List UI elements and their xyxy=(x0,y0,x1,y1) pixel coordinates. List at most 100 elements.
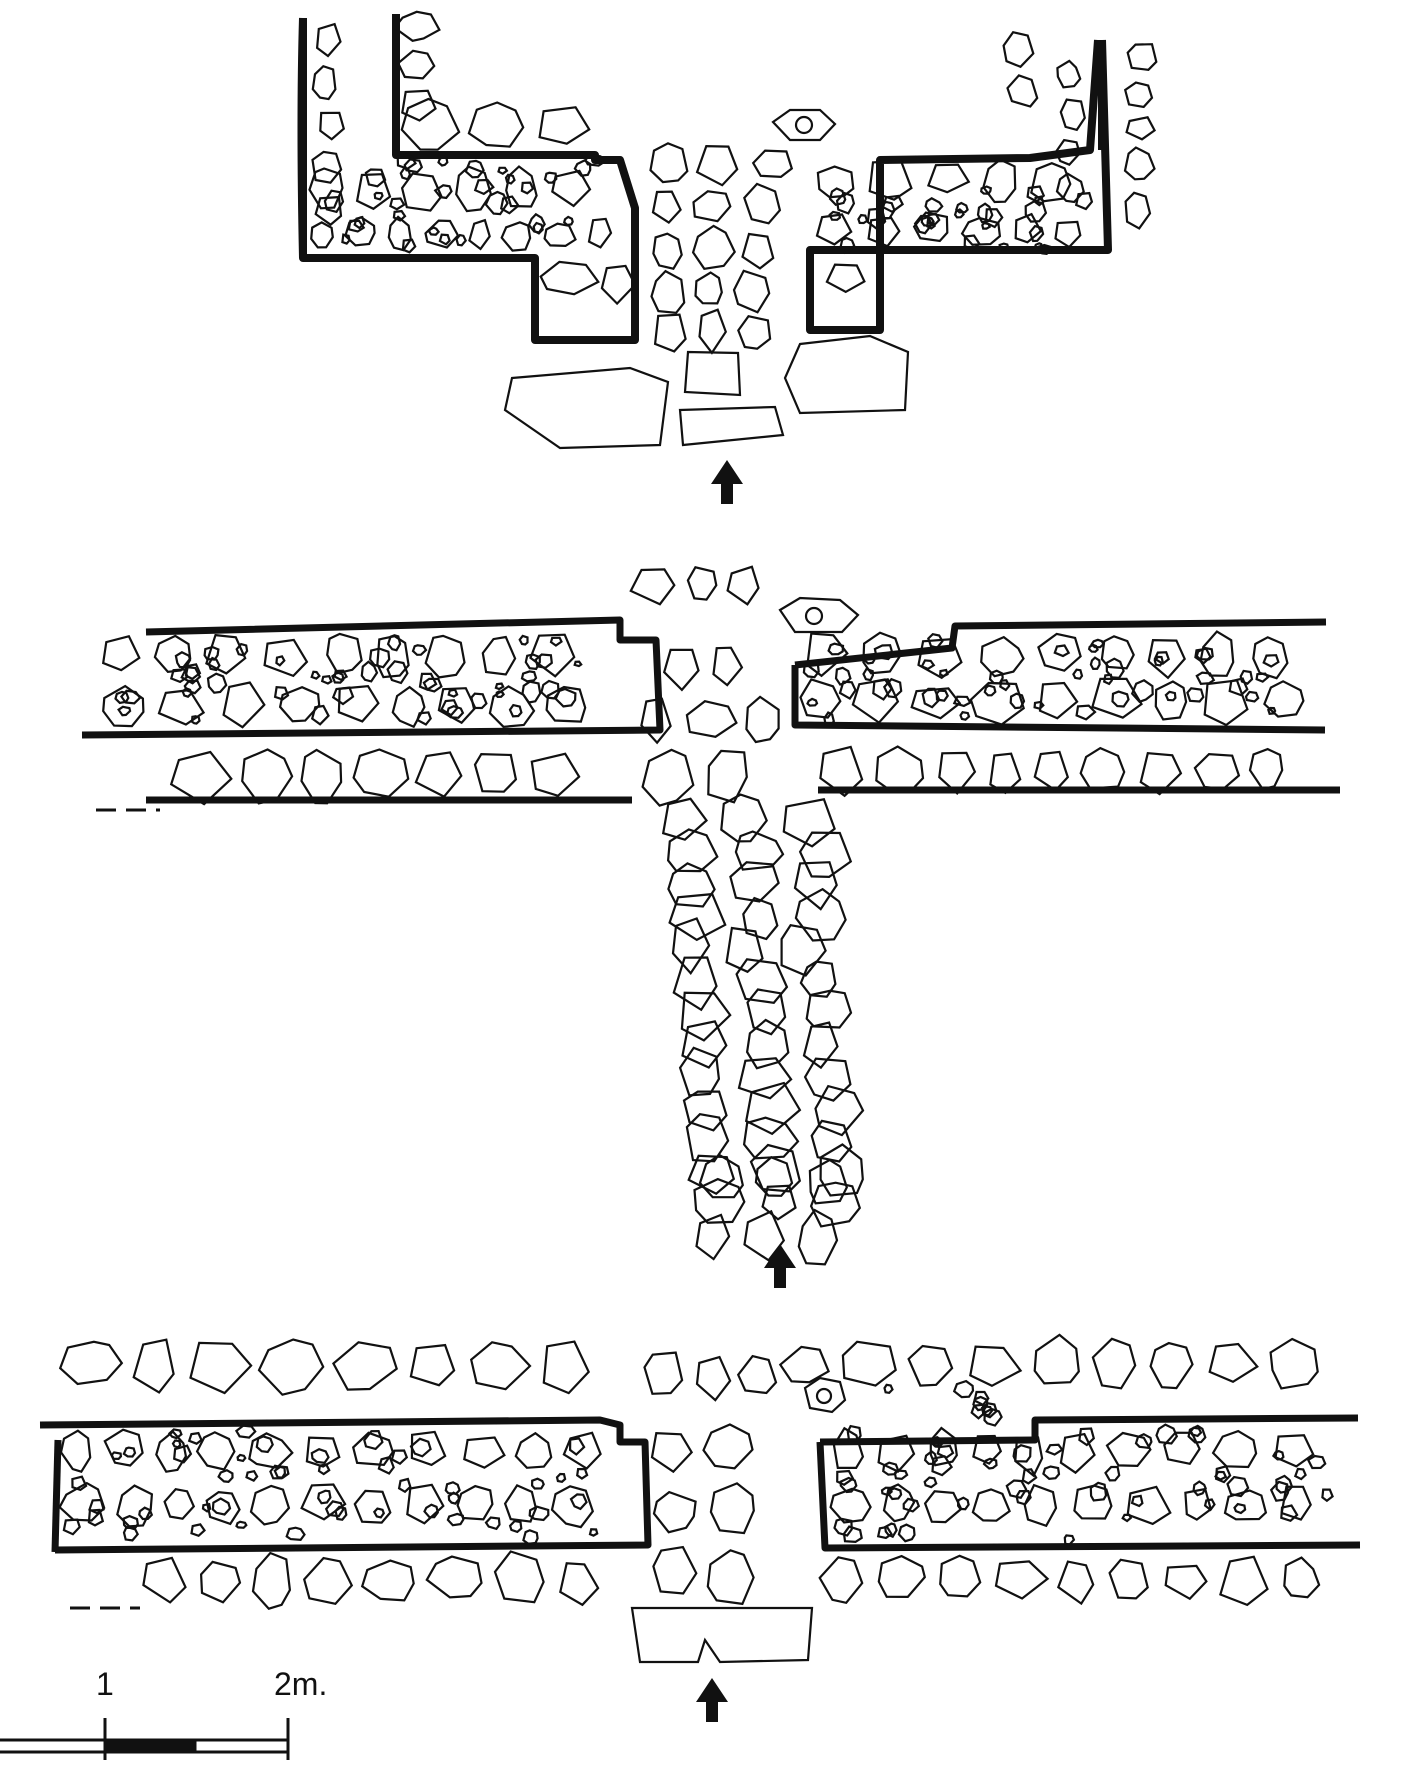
rubble-stone xyxy=(1033,242,1043,251)
rubble-stone xyxy=(1244,690,1260,703)
rubble-stone xyxy=(1153,651,1171,666)
rubble-stone xyxy=(1134,1432,1153,1449)
wall-stone xyxy=(1263,680,1305,718)
wall-stone xyxy=(1184,1487,1213,1521)
rubble-stone xyxy=(530,1477,545,1490)
middle-ring-stone xyxy=(778,596,860,634)
rubble-stone xyxy=(857,213,869,225)
wall-stone xyxy=(1123,81,1154,109)
rubble-stone xyxy=(835,191,856,215)
wall-stone xyxy=(980,635,1025,678)
corridor-stone xyxy=(742,1116,800,1160)
wall-stone xyxy=(222,681,266,729)
face-stone xyxy=(1079,746,1126,790)
rubble-stone xyxy=(138,1506,154,1521)
paving-stone xyxy=(649,142,689,184)
wall-stone xyxy=(1203,679,1249,727)
wall-stone xyxy=(851,678,900,725)
wall-stone xyxy=(539,260,600,296)
rubble-stone xyxy=(1130,679,1154,704)
rubble-stone xyxy=(920,659,936,671)
paving-stone xyxy=(640,697,672,745)
rubble-stone xyxy=(235,642,249,657)
face-stone xyxy=(819,745,864,798)
rubble-stone xyxy=(1009,692,1026,710)
upper-wall-outlines xyxy=(297,14,1112,344)
corridor-stone xyxy=(668,892,727,942)
rubble-stone xyxy=(1233,1502,1247,1515)
rubble-stone xyxy=(397,1477,412,1494)
rubble-stone xyxy=(181,687,193,698)
face-stone xyxy=(142,1556,187,1604)
rubble-stone xyxy=(1012,1444,1032,1463)
face-stone xyxy=(241,748,294,805)
wall-stone xyxy=(971,1488,1011,1522)
rubble-stone xyxy=(386,634,402,652)
rubble-stone xyxy=(980,185,993,195)
rubble-stone xyxy=(562,215,574,227)
lower-wall-outlines xyxy=(39,1414,1361,1554)
corridor-stone xyxy=(761,1184,797,1221)
face-stone xyxy=(841,1340,897,1387)
rubble-stone xyxy=(389,197,406,211)
face-stone xyxy=(1164,1564,1208,1601)
rubble-stone xyxy=(1192,1480,1207,1497)
rubble-stone xyxy=(827,642,845,656)
wall-stone xyxy=(401,89,437,122)
paving-stone xyxy=(695,144,739,187)
upper-threshold-slabs xyxy=(503,108,910,450)
paving-stone xyxy=(694,271,723,305)
rubble-stone xyxy=(122,1514,139,1530)
rubble-stone xyxy=(528,1505,550,1522)
face-stone xyxy=(875,745,925,792)
face-stone xyxy=(1283,1556,1321,1599)
rubble-stone xyxy=(174,651,192,669)
rubble-stone xyxy=(446,1512,465,1527)
rubble-stone xyxy=(372,1507,386,1519)
face-stone xyxy=(425,1555,483,1599)
corridor-stone xyxy=(749,1143,802,1193)
corridor-stone xyxy=(782,798,836,848)
rubble-stone xyxy=(1155,1423,1179,1445)
rubble-stone xyxy=(573,660,583,668)
face-stone xyxy=(189,1341,253,1395)
corridor-stone xyxy=(802,1021,839,1070)
wall-stone xyxy=(1252,636,1289,680)
rubble-stone xyxy=(884,1522,898,1539)
wall-stone xyxy=(1055,172,1085,204)
rubble-stone xyxy=(333,669,349,682)
corridor-stone xyxy=(745,1018,790,1070)
rubble-stone xyxy=(1130,1494,1144,1508)
paving-stone xyxy=(686,566,718,601)
wall-stone xyxy=(393,10,441,42)
rubble-stone xyxy=(520,181,535,195)
rubble-stone xyxy=(110,1451,123,1461)
rubble-stone xyxy=(440,699,459,717)
rubble-stone xyxy=(470,692,488,710)
face-stone xyxy=(360,1559,415,1602)
rubble-stone xyxy=(836,1469,855,1486)
rubble-stone xyxy=(1053,644,1071,658)
face-stone xyxy=(877,1554,927,1599)
corridor-stone xyxy=(793,861,838,911)
rubble-stone xyxy=(569,1493,588,1511)
middle-stones xyxy=(101,565,1305,1266)
wall-stone xyxy=(1037,632,1082,672)
wall-stone xyxy=(825,263,866,294)
rubble-stone xyxy=(828,210,842,221)
face-stone xyxy=(58,1340,124,1386)
corridor-stone xyxy=(754,1156,794,1197)
rubble-stone xyxy=(1189,1426,1203,1438)
rubble-stone xyxy=(423,1503,439,1519)
rubble-stone xyxy=(1105,657,1125,679)
rubble-stone xyxy=(484,1516,501,1531)
rubble-stone xyxy=(207,656,221,672)
wall-stone xyxy=(311,64,337,101)
wall-stone xyxy=(877,1434,916,1473)
wall-stone xyxy=(545,685,587,723)
rubble-stone xyxy=(341,233,351,245)
corridor-stone xyxy=(799,960,837,998)
paving-stone xyxy=(743,182,782,225)
wall-stone xyxy=(278,686,321,723)
